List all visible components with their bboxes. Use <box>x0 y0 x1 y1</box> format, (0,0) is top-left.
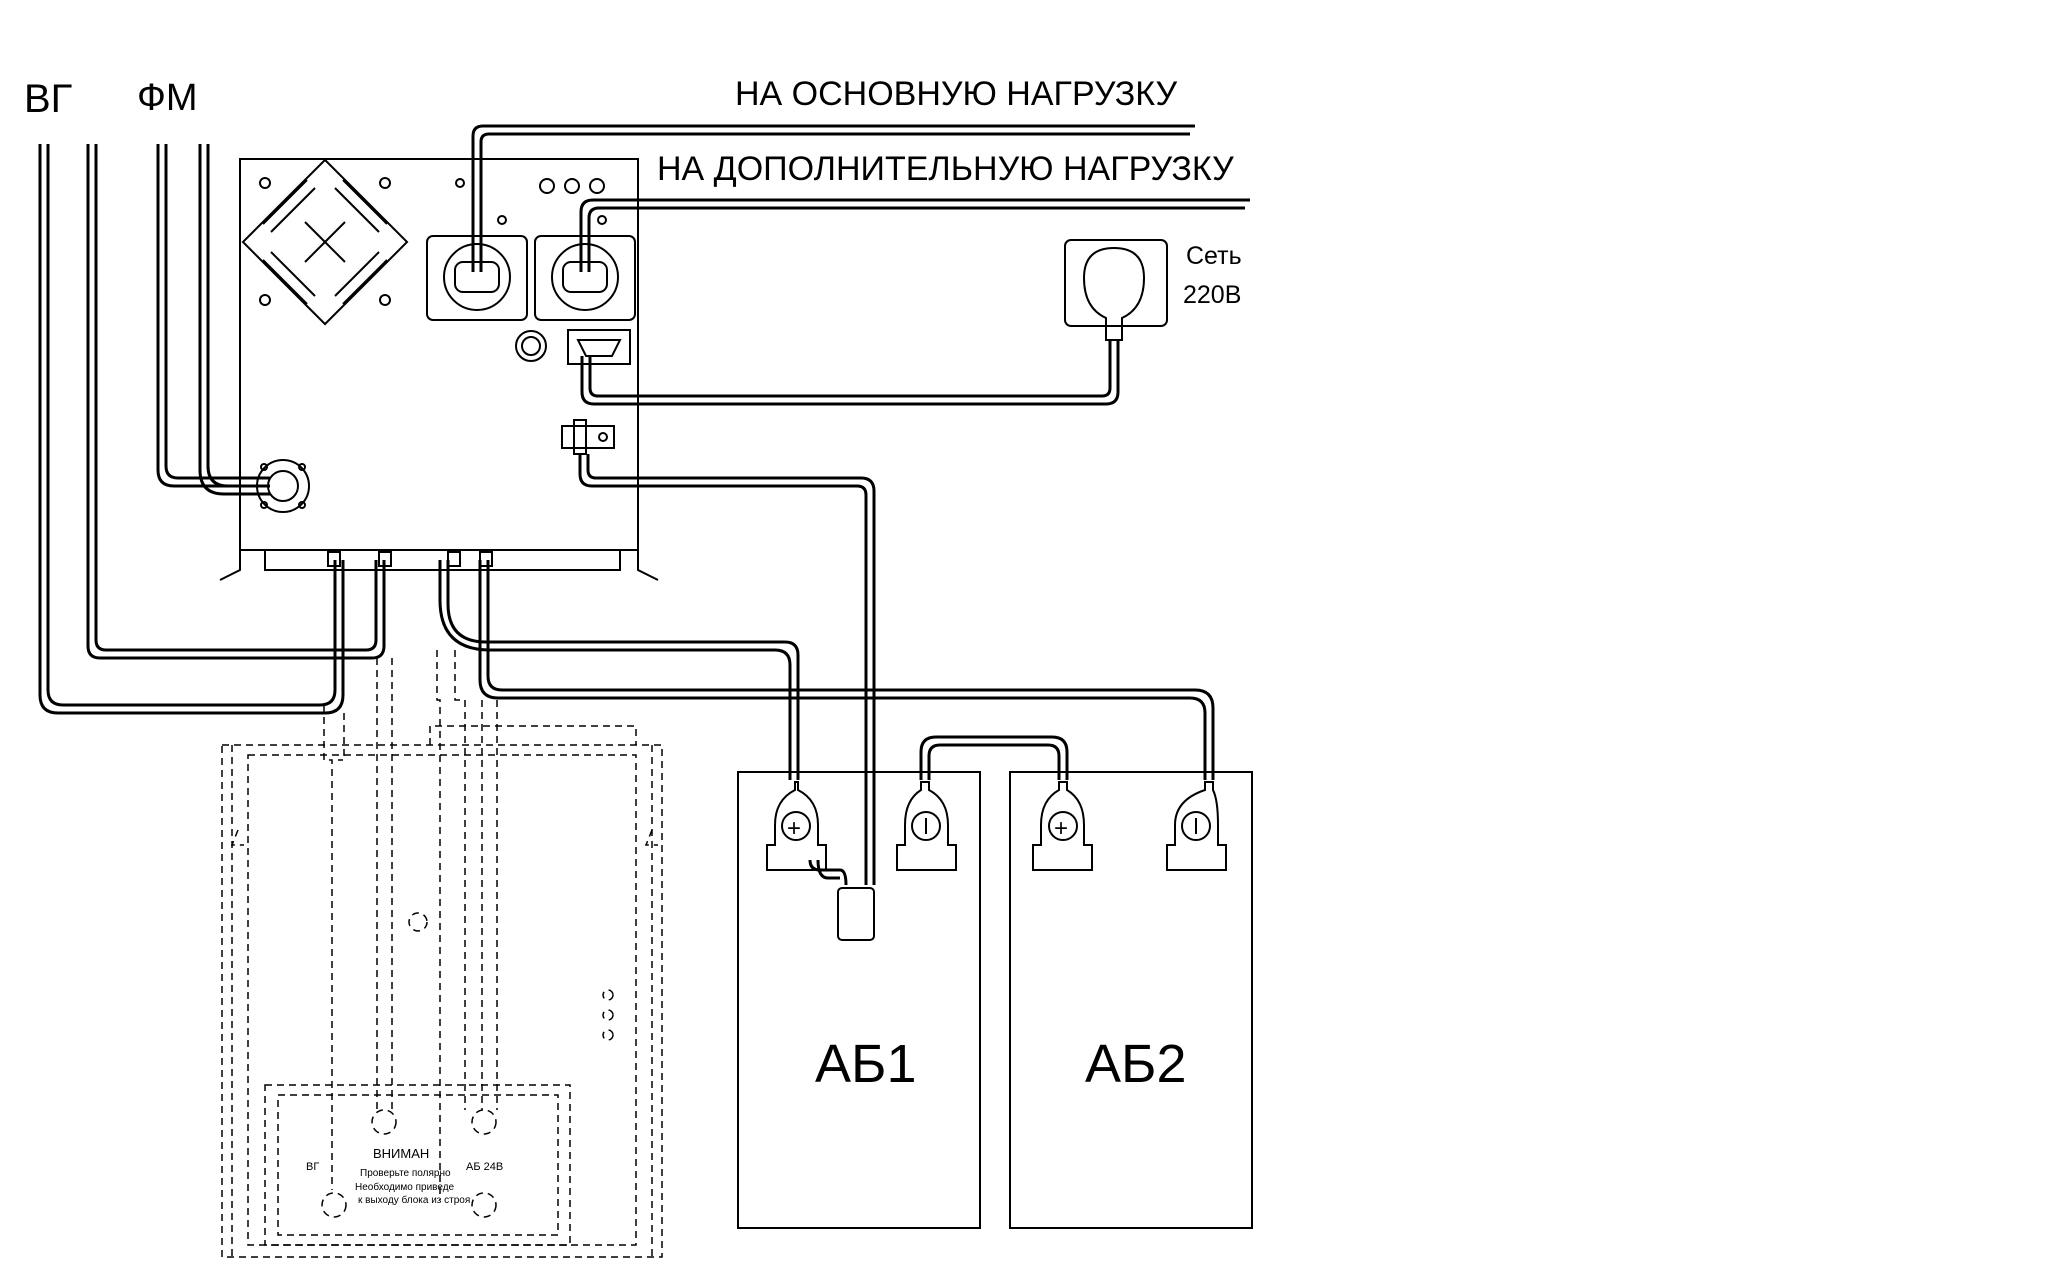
boiler-warning-line2: Необходимо приведе <box>355 1181 455 1193</box>
main-load-socket <box>426 235 528 321</box>
mounting-foot-right <box>637 550 659 581</box>
indicator-light-2 <box>564 178 580 194</box>
battery-ab1-label: АБ1 <box>815 1034 917 1094</box>
mains-plug-icon <box>1082 246 1146 341</box>
boiler-warning: ВНИМАН <box>373 1146 429 1161</box>
fan-grille-icon <box>241 158 409 326</box>
vg-cable <box>38 144 386 715</box>
plus-sign: + <box>1054 815 1068 842</box>
battery-cable-clamp <box>561 419 615 455</box>
battery-ab2-negative-terminal <box>1166 781 1227 871</box>
battery-ab1-case <box>737 771 981 1229</box>
plus-sign: + <box>787 815 801 842</box>
battery-ab2: АБ2 + <box>1009 771 1253 1229</box>
bottom-cable-rail <box>264 549 621 571</box>
battery-ab2-case <box>1009 771 1253 1229</box>
bottom-cable-entries <box>327 551 493 567</box>
temperature-sensor <box>837 887 875 941</box>
terminal-screw-icon <box>471 1109 497 1135</box>
battery-ab2-label: АБ2 <box>1085 1034 1187 1094</box>
extra-load-socket <box>534 235 636 321</box>
indicator-light-3 <box>589 178 605 194</box>
screw-icon <box>497 215 507 225</box>
battery-bridge-cable <box>919 735 1069 780</box>
terminal-screw-icon <box>371 1109 397 1135</box>
main-load-cable <box>471 124 1195 272</box>
terminal-screw-icon <box>321 1192 347 1218</box>
battery-ab1-positive-terminal: + <box>766 781 827 871</box>
label-mains-voltage: 220В <box>1183 281 1241 309</box>
mounting-foot-left <box>219 550 241 581</box>
boiler-warning-line3: к выходу блока из строя <box>358 1194 470 1206</box>
label-vg: ВГ <box>24 77 72 121</box>
screw-icon <box>597 215 607 225</box>
battery-sensor-cable <box>578 454 876 941</box>
indicator-light-1 <box>539 178 555 194</box>
screw-icon <box>455 178 465 188</box>
terminal-screw-icon <box>471 1192 497 1218</box>
boiler-battery-tag: АБ 24В <box>466 1161 503 1173</box>
hidden-boiler-unit: ВНИМАН Проверьте полярно Необходимо прив… <box>221 650 663 1258</box>
battery-ab1-negative-terminal <box>896 781 957 871</box>
battery-ab2-positive-terminal: + <box>1032 781 1093 871</box>
fuse-holder-icon <box>515 330 547 362</box>
boiler-vg-tag: ВГ <box>306 1161 319 1173</box>
mains-wall-socket <box>1064 239 1168 341</box>
label-mains: Сеть <box>1186 242 1242 270</box>
label-extra-load: НА ДОПОЛНИТЕЛЬНУЮ НАГРУЗКУ <box>657 150 1234 188</box>
fm-cable <box>156 144 270 496</box>
boiler-warning-line1: Проверьте полярно <box>360 1168 451 1179</box>
indicator-lights <box>539 178 605 194</box>
mains-input-connector <box>567 329 631 365</box>
extra-load-cable <box>579 198 1250 272</box>
battery-positive-cable <box>438 560 800 780</box>
label-main-load: НА ОСНОВНУЮ НАГРУЗКУ <box>735 75 1177 113</box>
mains-cable <box>580 340 1120 406</box>
controller-unit <box>219 158 659 581</box>
boiler-terminal-block <box>264 1084 571 1246</box>
controller-housing <box>239 158 639 551</box>
battery-ab1: АБ1 + <box>737 771 981 1229</box>
label-fm: ФМ <box>137 77 198 119</box>
battery-negative-cable <box>478 560 1215 780</box>
boiler-outline <box>221 744 663 1258</box>
